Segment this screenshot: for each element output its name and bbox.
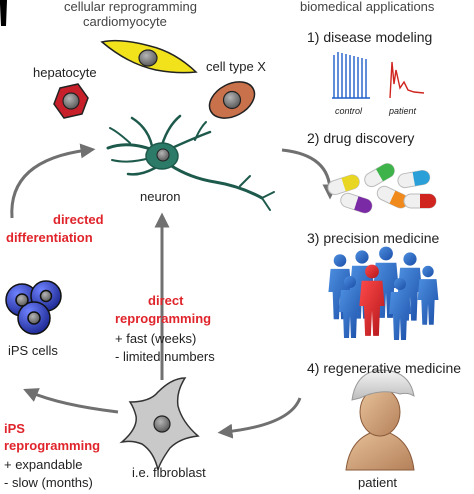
patient-trace-label: patient: [389, 106, 417, 116]
arrow-directed-differentiation: [10, 143, 96, 219]
patient-label: patient: [358, 475, 398, 490]
app-regenerative-medicine: 4) regenerative medicine: [307, 360, 462, 376]
cardiomyocyte-label: cardiomyocyte: [83, 14, 167, 29]
cellular-reprogramming-title: cellular reprogramming: [64, 0, 197, 14]
app-precision-medicine: 3) precision medicine: [307, 230, 440, 246]
patient-avatar-icon: [345, 369, 415, 471]
biomedical-applications-title: biomedical applications: [300, 0, 435, 14]
app-disease-modeling: 1) disease modeling: [307, 29, 433, 45]
neuron-icon: [106, 114, 275, 211]
ips-cells-icon: [5, 280, 62, 335]
app-drug-discovery: 2) drug discovery: [307, 130, 415, 146]
cell-type-x-icon: [208, 81, 256, 119]
limited-numbers-note: - limited numbers: [115, 349, 215, 364]
direct-label: direct: [148, 293, 184, 308]
cell-type-x-label: cell type X: [206, 59, 266, 74]
fibroblast-icon: [119, 377, 200, 471]
hepatocyte-icon: [53, 83, 89, 119]
people-crowd-icon: [0, 0, 11, 26]
control-label: control: [335, 106, 363, 116]
differentiation-label: differentiation: [6, 230, 93, 245]
ips-cells-label: iPS cells: [8, 343, 58, 358]
control-trace-icon: [332, 52, 370, 99]
arrow-ips-reprogramming: [23, 388, 119, 414]
expandable-note: + expandable: [4, 457, 83, 472]
arrow-to-applications: [281, 148, 338, 200]
fibroblast-label: i.e. fibroblast: [132, 465, 206, 480]
patient-trace-icon: [389, 61, 425, 99]
reprogramming-label: reprogramming: [115, 311, 212, 326]
neuron-label: neuron: [140, 189, 181, 204]
drug-capsules-icon: [327, 163, 437, 214]
directed-label: directed: [53, 212, 104, 227]
ips-label: iPS: [4, 421, 25, 436]
hepatocyte-label: hepatocyte: [33, 65, 97, 80]
slow-months-note: - slow (months): [4, 475, 93, 490]
ips-reprogramming-label: reprogramming: [4, 438, 101, 453]
arrow-to-fibroblast: [217, 397, 302, 439]
fast-weeks-note: + fast (weeks): [115, 331, 197, 346]
cardiomyocyte-icon: [100, 39, 198, 74]
